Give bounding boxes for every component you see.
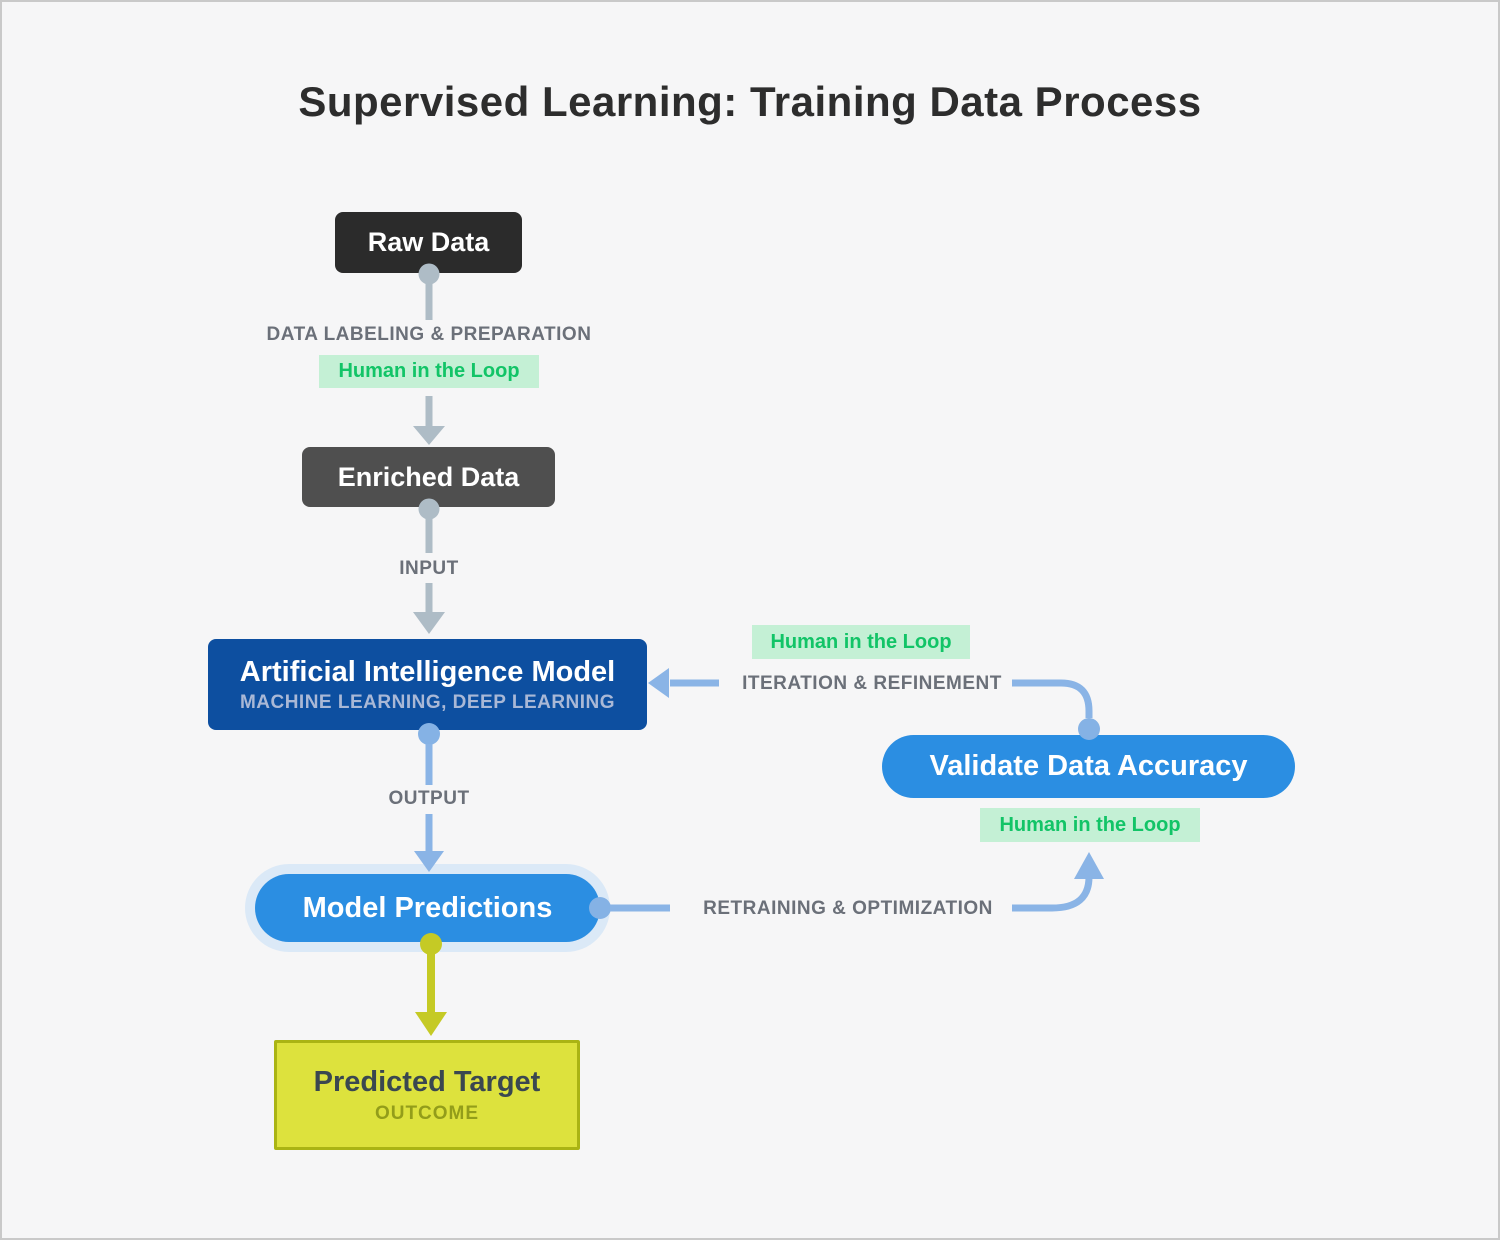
badge-label: Human in the Loop: [338, 360, 520, 382]
node-predicted-target-label: Predicted Target: [313, 1065, 541, 1098]
edge-label-retraining: RETRAINING & OPTIMIZATION: [703, 898, 993, 919]
edge-label-data-labeling: DATA LABELING & PREPARATION: [266, 324, 592, 345]
node-raw-data-label: Raw Data: [367, 227, 490, 257]
edge-label-output: OUTPUT: [388, 788, 470, 809]
badge-label: Human in the Loop: [770, 630, 952, 653]
node-predicted-target-sublabel: OUTCOME: [374, 1102, 480, 1124]
human-in-the-loop-badge-labeling: Human in the Loop: [319, 355, 539, 388]
node-validate-label: Validate Data Accuracy: [929, 750, 1248, 782]
node-ai-model: Artificial Intelligence Model MACHINE LE…: [208, 639, 647, 730]
human-in-the-loop-badge-retraining: Human in the Loop: [980, 808, 1200, 842]
arrow-left-icon: [648, 668, 669, 698]
arrow-up-icon: [1074, 852, 1104, 879]
node-raw-data: Raw Data: [335, 212, 522, 273]
arrow-down-icon: [413, 426, 445, 445]
iteration-to-validate-curve: [1012, 679, 1093, 718]
node-model-predictions: Model Predictions: [255, 874, 600, 942]
node-ai-model-sublabel: MACHINE LEARNING, DEEP LEARNING: [239, 691, 616, 713]
edge-label-input: INPUT: [399, 558, 459, 579]
node-ai-model-label: Artificial Intelligence Model: [239, 655, 616, 688]
human-in-the-loop-badge-iteration: Human in the Loop: [752, 625, 970, 659]
badge-label: Human in the Loop: [999, 813, 1181, 836]
diagram-title: Supervised Learning: Training Data Proce…: [298, 78, 1202, 125]
node-enriched-data-label: Enriched Data: [337, 461, 520, 492]
node-predicted-target: Predicted Target OUTCOME: [274, 1040, 580, 1150]
node-model-predictions-label: Model Predictions: [302, 891, 553, 924]
arrow-down-icon: [414, 851, 444, 872]
node-validate-data-accuracy: Validate Data Accuracy: [882, 735, 1295, 798]
node-enriched-data: Enriched Data: [302, 447, 555, 507]
retraining-to-badge-curve: [1012, 876, 1093, 912]
edge-label-iteration: ITERATION & REFINEMENT: [742, 673, 1002, 694]
arrow-down-icon: [415, 1012, 447, 1036]
arrow-down-icon: [413, 612, 445, 634]
